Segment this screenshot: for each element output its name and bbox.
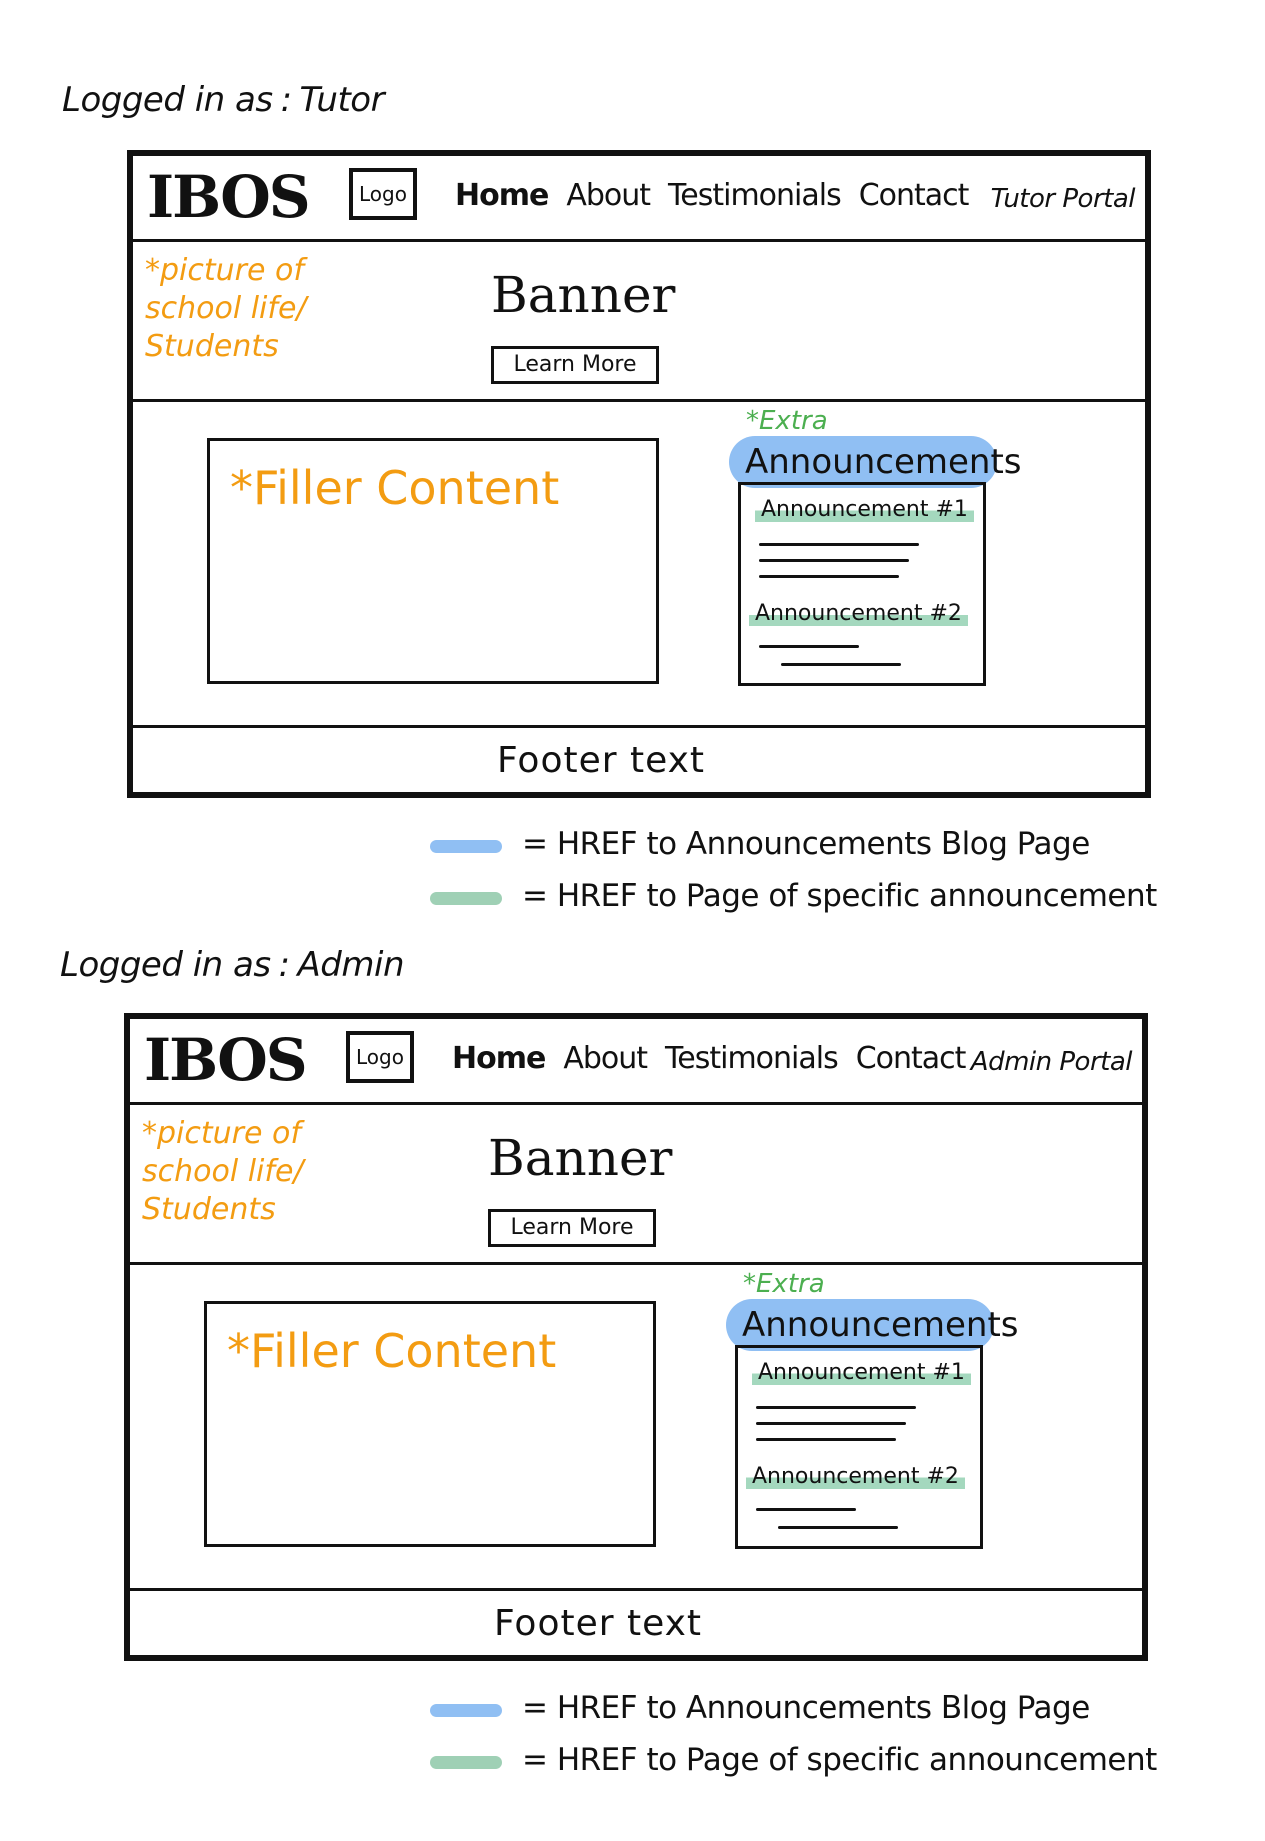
- legend-text-blog-page: = HREF to Announcements Blog Page: [522, 826, 1090, 862]
- footer: Footer text: [133, 728, 1145, 792]
- filler-content-note: *Filler Content: [227, 1324, 557, 1378]
- announcements-panel: Announcement #1 Announcement #2: [735, 1345, 983, 1549]
- nav-link-home[interactable]: Home: [452, 1041, 546, 1076]
- page-mockup-tutor: IBOS Logo Home About Testimonials Contac…: [127, 150, 1151, 798]
- role-label: Logged in as: [62, 80, 273, 120]
- nav-link-contact[interactable]: Contact: [855, 1041, 967, 1076]
- text-placeholder-line: [756, 1508, 856, 1511]
- extra-note: *Extra: [743, 1269, 825, 1299]
- nav-link-testimonials[interactable]: Testimonials: [668, 178, 842, 213]
- text-placeholder-line: [759, 575, 899, 578]
- logo-placeholder[interactable]: Logo: [346, 1031, 414, 1083]
- filler-content-box: *Filler Content: [207, 438, 659, 684]
- nav-link-tutor-portal[interactable]: Tutor Portal: [990, 184, 1136, 214]
- hero-banner: *picture of school life/ Students Banner…: [130, 1105, 1142, 1265]
- text-placeholder-line: [759, 645, 859, 648]
- legend-swatch-blue: [430, 840, 502, 853]
- navbar: IBOS Logo Home About Testimonials Contac…: [133, 156, 1145, 242]
- text-placeholder-line: [756, 1406, 916, 1409]
- legend-swatch-green: [430, 892, 502, 905]
- navbar: IBOS Logo Home About Testimonials Contac…: [130, 1019, 1142, 1105]
- text-placeholder-line: [759, 543, 919, 546]
- learn-more-button[interactable]: Learn More: [488, 1209, 656, 1247]
- role-value: Admin: [297, 945, 405, 985]
- announcement-link-2[interactable]: Announcement #2: [746, 1464, 965, 1489]
- legend-swatch-green: [430, 1756, 502, 1769]
- main-content: *Filler Content *Extra Announcements Ann…: [130, 1265, 1142, 1591]
- text-placeholder-line: [781, 663, 901, 666]
- extra-note: *Extra: [746, 406, 828, 436]
- brand-wordmark[interactable]: IBOS: [147, 163, 311, 231]
- announcements-panel: Announcement #1 Announcement #2: [738, 482, 986, 686]
- text-placeholder-line: [756, 1422, 906, 1425]
- brand-wordmark[interactable]: IBOS: [144, 1026, 308, 1094]
- role-line-admin: Logged in as:Admin: [60, 945, 405, 985]
- hero-banner: *picture of school life/ Students Banner…: [133, 242, 1145, 402]
- nav-links: Home About Testimonials Contact: [455, 178, 970, 213]
- announcement-link-1[interactable]: Announcement #1: [752, 1360, 971, 1385]
- filler-content-box: *Filler Content: [204, 1301, 656, 1547]
- announcement-link-1[interactable]: Announcement #1: [755, 497, 974, 522]
- nav-links: Home About Testimonials Contact: [452, 1041, 967, 1076]
- banner-title: Banner: [491, 266, 676, 324]
- legend-swatch-blue: [430, 1704, 502, 1717]
- nav-link-testimonials[interactable]: Testimonials: [665, 1041, 839, 1076]
- main-content: *Filler Content *Extra Announcements Ann…: [133, 402, 1145, 728]
- nav-link-admin-portal[interactable]: Admin Portal: [970, 1047, 1133, 1077]
- nav-link-about[interactable]: About: [566, 178, 651, 213]
- role-label: Logged in as: [60, 945, 271, 985]
- role-line-tutor: Logged in as:Tutor: [62, 80, 385, 120]
- hero-image-note: *picture of school life/ Students: [145, 253, 307, 364]
- logo-placeholder[interactable]: Logo: [349, 168, 417, 220]
- legend-text-blog-page: = HREF to Announcements Blog Page: [522, 1690, 1090, 1726]
- learn-more-button[interactable]: Learn More: [491, 346, 659, 384]
- footer-text: Footer text: [497, 740, 706, 781]
- legend-text-specific-announcement: = HREF to Page of specific announcement: [522, 878, 1157, 914]
- page-mockup-admin: IBOS Logo Home About Testimonials Contac…: [124, 1013, 1148, 1661]
- footer: Footer text: [130, 1591, 1142, 1655]
- banner-title: Banner: [488, 1129, 673, 1187]
- text-placeholder-line: [759, 559, 909, 562]
- announcement-link-2[interactable]: Announcement #2: [749, 601, 968, 626]
- nav-link-about[interactable]: About: [563, 1041, 648, 1076]
- footer-text: Footer text: [494, 1603, 703, 1644]
- announcements-heading-link[interactable]: Announcements: [726, 1299, 1019, 1351]
- text-placeholder-line: [756, 1438, 896, 1441]
- nav-link-home[interactable]: Home: [455, 178, 549, 213]
- role-value: Tutor: [299, 80, 385, 120]
- filler-content-note: *Filler Content: [230, 461, 560, 515]
- text-placeholder-line: [778, 1526, 898, 1529]
- hero-image-note: *picture of school life/ Students: [142, 1116, 304, 1227]
- announcements-heading-link[interactable]: Announcements: [729, 436, 1022, 488]
- legend-text-specific-announcement: = HREF to Page of specific announcement: [522, 1742, 1157, 1778]
- nav-link-contact[interactable]: Contact: [858, 178, 970, 213]
